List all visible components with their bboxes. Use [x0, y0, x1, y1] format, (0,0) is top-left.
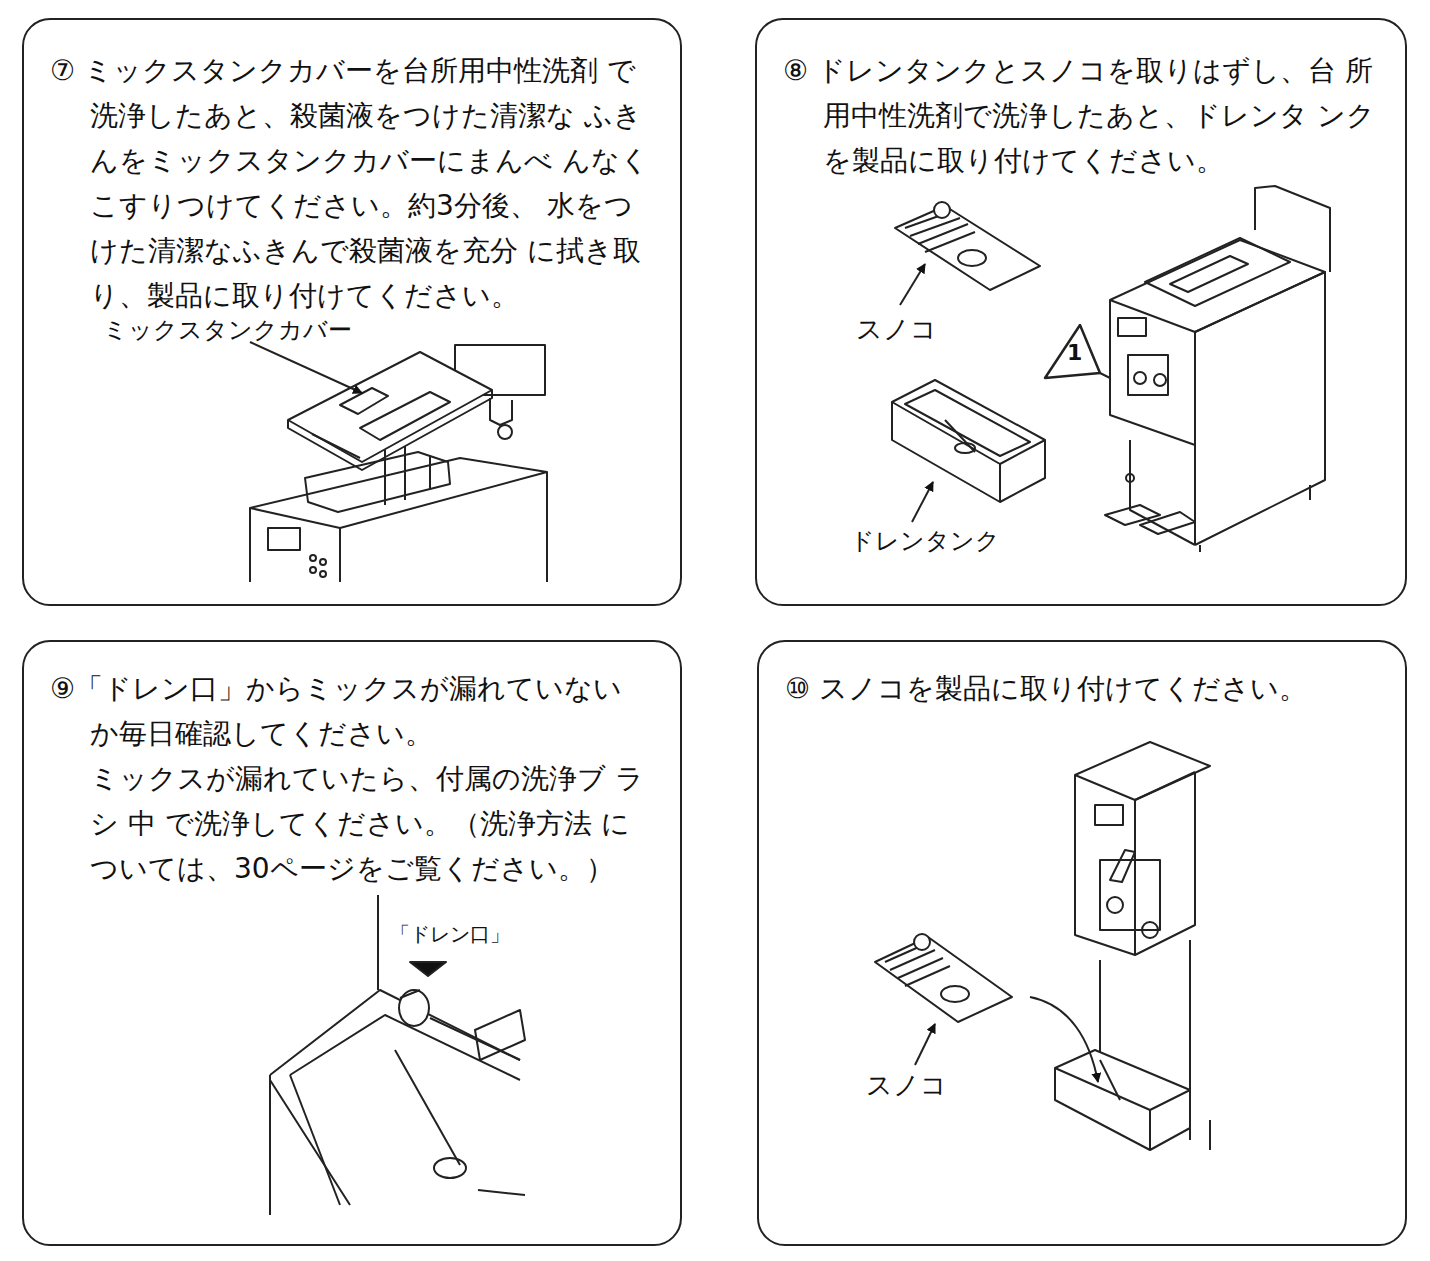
part-label: スノコ — [866, 1070, 947, 1101]
instruction-text: ⑦ ミックスタンクカバーを台所用中性洗剤 で洗浄したあと、殺菌液をつけた清潔な … — [24, 48, 680, 318]
warning-number: 1 — [1067, 340, 1082, 366]
instruction-panel: ⑩ スノコを製品に取り付けてください。 — [757, 640, 1407, 1246]
instruction-panel: ⑨「ドレン口」からミックスが漏れていない か毎日確認してください。ミックスが漏れ… — [22, 640, 682, 1246]
part-label: 「ドレン口」 — [390, 922, 510, 946]
instruction-panel: ⑦ ミックスタンクカバーを台所用中性洗剤 で洗浄したあと、殺菌液をつけた清潔な … — [22, 18, 682, 606]
instruction-panel: ⑧ ドレンタンクとスノコを取りはずし、台 所用中性洗剤で洗浄したあと、ドレンタ … — [755, 18, 1407, 606]
part-label: ドレンタンク — [850, 527, 1000, 556]
instruction-text: ミックスが漏れていたら、付属の洗浄ブ ラシ 中 で洗浄してください。（洗浄方法 … — [24, 756, 680, 891]
part-label: ミックスタンクカバー — [103, 316, 352, 345]
instruction-text: ⑨「ドレン口」からミックスが漏れていない か毎日確認してください。 — [24, 666, 680, 756]
instruction-text: ⑩ スノコを製品に取り付けてください。 — [759, 666, 1405, 711]
instruction-text: ⑧ ドレンタンクとスノコを取りはずし、台 所用中性洗剤で洗浄したあと、ドレンタ … — [757, 48, 1405, 183]
part-label: スノコ — [856, 314, 937, 345]
